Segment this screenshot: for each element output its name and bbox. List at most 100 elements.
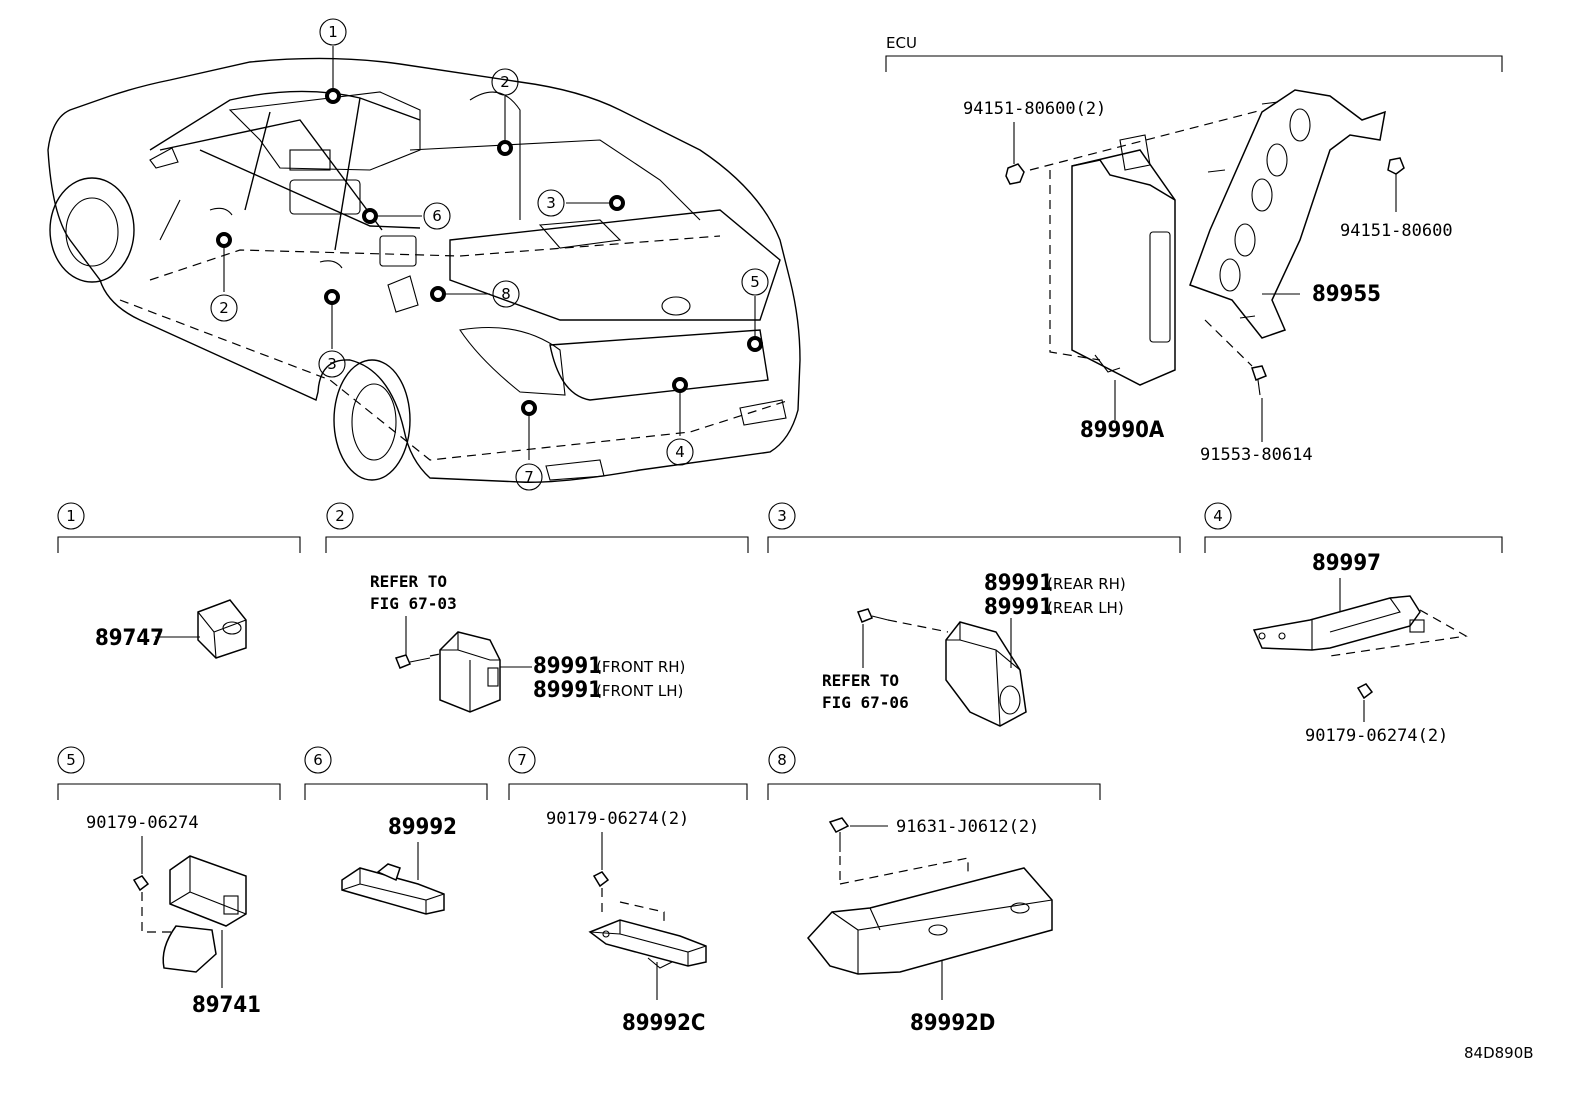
part-89741: 89741 xyxy=(192,993,261,1018)
part-89991-rear-lh: 89991 xyxy=(984,595,1053,620)
callout-5-label: 5 xyxy=(750,273,760,291)
section-6: 6 89992 xyxy=(304,746,488,915)
section-8-bolt xyxy=(828,817,850,852)
ecu-bracket-drawing[interactable] xyxy=(1189,89,1386,339)
section-7-dash xyxy=(601,888,665,922)
callout-6[interactable]: 6 xyxy=(423,202,451,230)
callout-2-top[interactable]: 2 xyxy=(491,68,519,96)
svg-text:3: 3 xyxy=(777,507,787,525)
part-89992c: 89992C xyxy=(622,1011,705,1036)
part-89991-front-lh-note: (FRONT LH) xyxy=(596,682,683,700)
section-7-bracket xyxy=(508,783,748,800)
sensor-89741-drawing[interactable] xyxy=(162,855,247,973)
callout-4[interactable]: 4 xyxy=(666,438,694,466)
section-2: 2 REFER TO FIG 67-03 89991 (FRONT RH) 89… xyxy=(325,502,749,713)
ecu-nut-label: 94151-80600 xyxy=(1340,221,1453,241)
sensor-89747-drawing[interactable] xyxy=(197,599,247,659)
section-4: 4 89997 90179-06274(2) xyxy=(1204,502,1503,746)
callout-7[interactable]: 7 xyxy=(515,463,543,491)
callout-2-lower-label: 2 xyxy=(219,299,229,317)
ecu-bracket-label: 89955 xyxy=(1312,282,1381,307)
section-2-number: 2 xyxy=(326,502,354,530)
callout-1[interactable]: 1 xyxy=(319,18,347,46)
section-3-refer-line2: FIG 67-06 xyxy=(822,693,909,712)
part-89992d: 89992D xyxy=(910,1011,995,1036)
callout-3-lower-label: 3 xyxy=(327,355,337,373)
section-4-number: 4 xyxy=(1204,502,1232,530)
callout-6-label: 6 xyxy=(432,207,442,225)
section-4-nut-label: 90179-06274(2) xyxy=(1305,726,1448,746)
svg-text:4: 4 xyxy=(1213,507,1223,525)
callout-8-label: 8 xyxy=(501,285,511,303)
section-6-number: 6 xyxy=(304,746,332,774)
antenna-89997-drawing[interactable] xyxy=(1252,595,1425,651)
callout-5[interactable]: 5 xyxy=(741,268,769,296)
section-5-bracket xyxy=(57,783,281,800)
section-3-number: 3 xyxy=(768,502,796,530)
section-8-bolt-label: 91631-J0612(2) xyxy=(896,817,1039,837)
section-3-bracket xyxy=(767,536,1181,553)
part-89991-front-rh-note: (FRONT RH) xyxy=(596,658,685,676)
section-1-number: 1 xyxy=(57,502,85,530)
sensor-89991-front-drawing[interactable] xyxy=(439,631,501,713)
sensor-89991-rear-drawing[interactable] xyxy=(945,621,1027,727)
section-5-number: 5 xyxy=(57,746,85,774)
callout-3-inner[interactable]: 3 xyxy=(537,189,565,217)
ecu-nut-pair-label: 94151-80600(2) xyxy=(963,99,1106,119)
section-8-bracket xyxy=(767,783,1101,800)
section-2-refer-line1: REFER TO xyxy=(370,572,447,591)
section-7: 7 90179-06274(2) 89992C xyxy=(508,746,748,1036)
part-89747: 89747 xyxy=(95,626,164,651)
section-4-dash xyxy=(1329,609,1468,657)
antenna-89992-drawing[interactable] xyxy=(341,863,445,915)
part-89991-front-rh: 89991 xyxy=(533,654,602,679)
antenna-89992d-drawing[interactable] xyxy=(807,867,1053,975)
section-2-bolt xyxy=(394,654,431,669)
section-2-bracket xyxy=(325,536,749,553)
part-89992: 89992 xyxy=(388,815,457,840)
callout-2-top-label: 2 xyxy=(500,73,510,91)
section-7-nut-label: 90179-06274(2) xyxy=(546,809,689,829)
car-outline xyxy=(47,57,801,483)
section-1-bracket xyxy=(57,536,301,553)
antenna-89992c-drawing[interactable] xyxy=(588,919,707,969)
callout-7-label: 7 xyxy=(524,468,534,486)
callout-2-lower[interactable]: 2 xyxy=(210,294,238,322)
ecu-unit-drawing[interactable] xyxy=(1071,134,1176,386)
ecu-title: ECU xyxy=(886,34,917,52)
section-7-nut xyxy=(592,871,610,888)
ecu-fasteners xyxy=(1005,101,1405,396)
section-3: 3 89991 (REAR RH) 89991 (REAR LH) REFER … xyxy=(767,502,1181,727)
section-6-bracket xyxy=(304,783,488,800)
section-3-bolt xyxy=(856,608,889,623)
svg-text:7: 7 xyxy=(517,751,527,769)
vehicle-overview: 1 2 3 2 3 4 5 6 7 8 xyxy=(47,18,801,491)
section-5-nut-label: 90179-06274 xyxy=(86,813,199,833)
section-4-bracket xyxy=(1204,536,1503,553)
callout-3-inner-label: 3 xyxy=(546,194,556,212)
section-1: 1 89747 xyxy=(57,502,301,659)
section-5-nut xyxy=(132,875,150,892)
section-5: 5 90179-06274 89741 xyxy=(57,746,281,1018)
svg-text:1: 1 xyxy=(66,507,76,525)
callout-4-label: 4 xyxy=(675,443,685,461)
ecu-bracket-line xyxy=(885,55,1503,72)
svg-text:2: 2 xyxy=(335,507,345,525)
ecu-leaders xyxy=(1013,122,1397,442)
part-89991-rear-rh-note: (REAR RH) xyxy=(1047,575,1126,593)
callout-8[interactable]: 8 xyxy=(492,280,520,308)
part-89991-rear-rh: 89991 xyxy=(984,571,1053,596)
part-89991-front-lh: 89991 xyxy=(533,678,602,703)
section-7-number: 7 xyxy=(508,746,536,774)
callout-1-label: 1 xyxy=(328,23,338,41)
svg-text:6: 6 xyxy=(313,751,323,769)
overview-callouts: 1 2 3 2 3 4 5 6 7 8 xyxy=(210,18,769,491)
section-4-nut xyxy=(1356,683,1374,700)
callout-3-lower[interactable]: 3 xyxy=(318,350,346,378)
ecu-dashed-guides xyxy=(1029,109,1263,367)
section-8-dash xyxy=(839,856,969,885)
section-5-dash xyxy=(141,892,184,933)
part-89991-rear-lh-note: (REAR LH) xyxy=(1047,599,1124,617)
callout-leaders xyxy=(216,46,763,460)
